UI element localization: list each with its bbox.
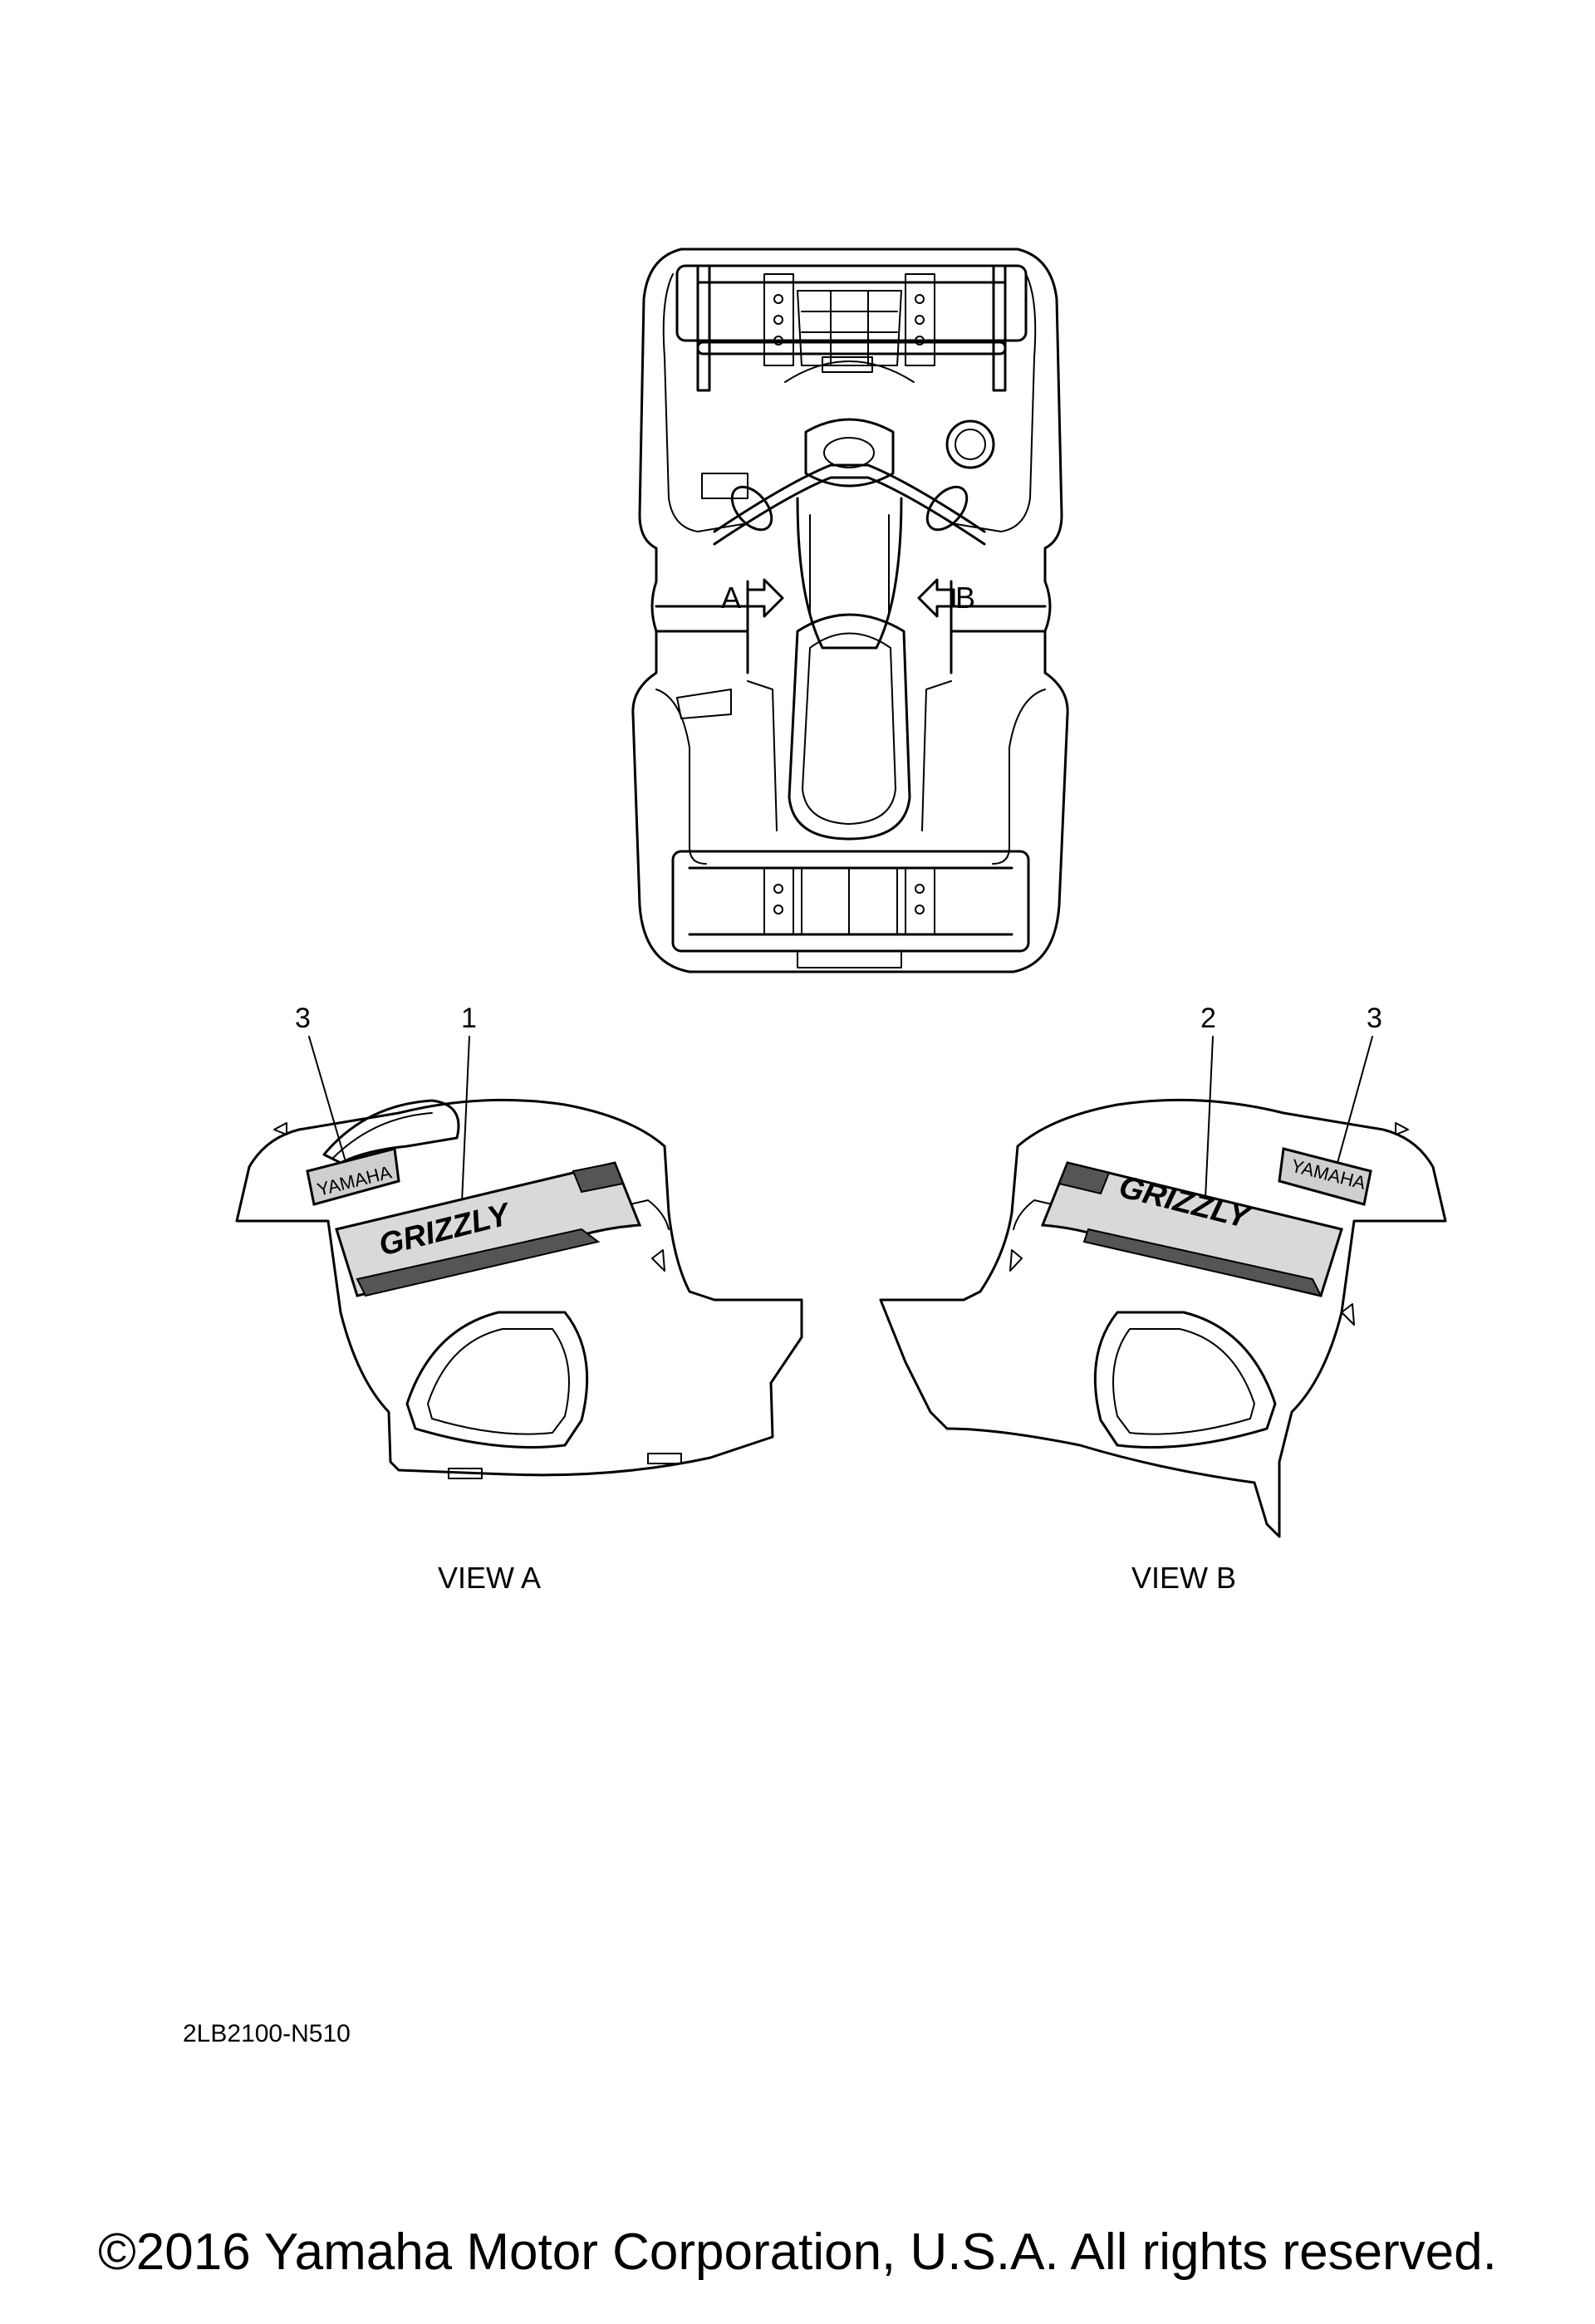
callout-right-2: 2 — [1200, 1003, 1216, 1034]
copyright-notice: ©2016 Yamaha Motor Corporation, U.S.A. A… — [98, 2223, 1497, 2281]
arrow-b-label: B — [955, 581, 975, 615]
callout-left-1: 1 — [461, 1003, 477, 1034]
view-b-caption: VIEW B — [1131, 1561, 1236, 1595]
callout-right-3: 3 — [1367, 1003, 1382, 1034]
view-b-panel: 2 3 YAMAHA GRIZZLY — [879, 1003, 1447, 1538]
diagram-code: 2LB2100-N510 — [183, 2020, 351, 2047]
arrow-a-label: A — [721, 581, 741, 615]
atv-top-view: A B — [631, 248, 1069, 973]
view-a-caption: VIEW A — [438, 1561, 541, 1595]
callout-left-3: 3 — [295, 1003, 311, 1034]
view-a-panel: 3 1 YAMAHA GRIZZLY — [235, 1003, 803, 1479]
